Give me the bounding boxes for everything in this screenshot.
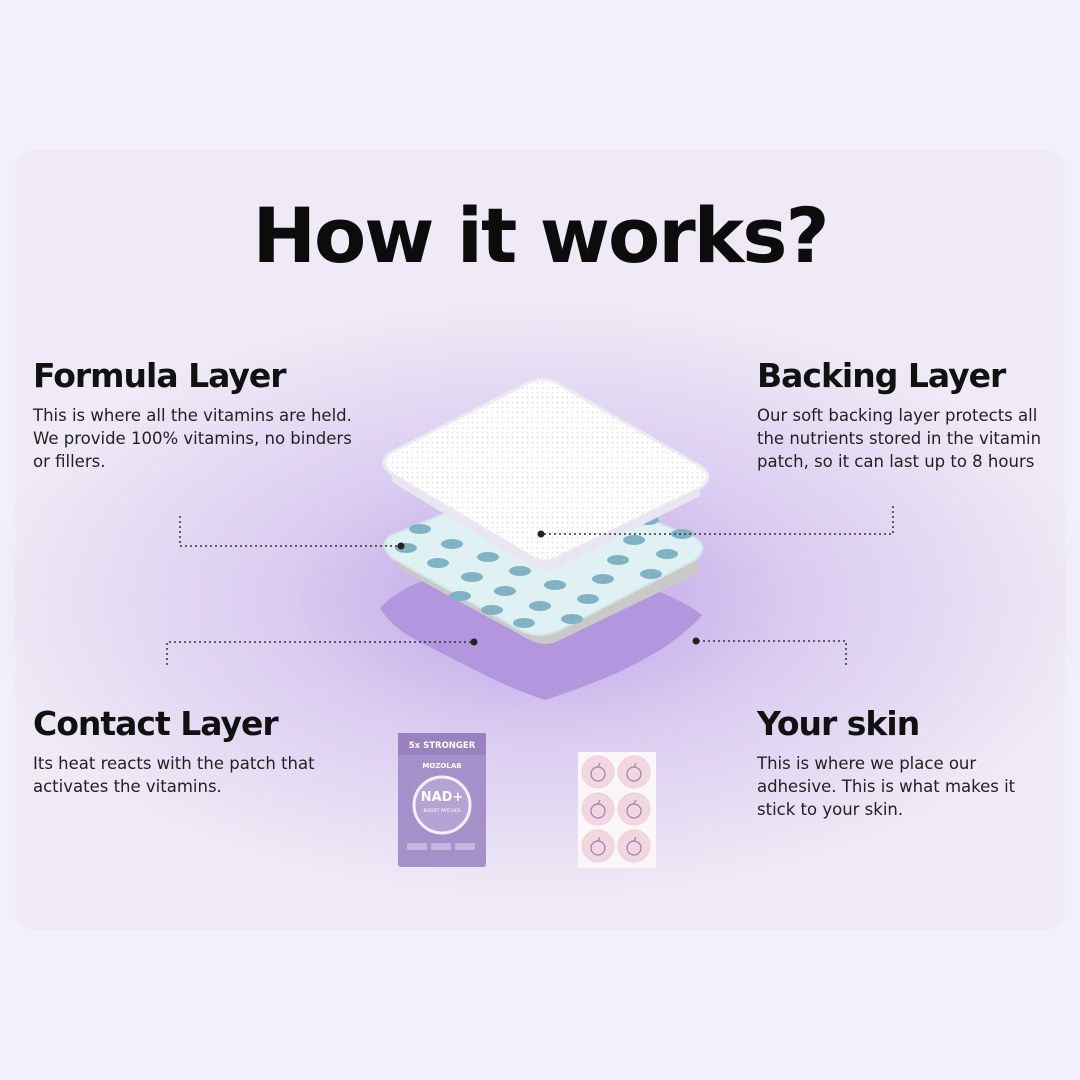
backing-layer-description: Our soft backing layer protects all the … [757,406,1042,472]
contact-layer-section: Contact Layer Its heat reacts with the p… [33,704,343,798]
your-skin-section: Your skin This is where we place our adh… [757,704,1057,821]
formula-layer-section: Formula Layer This is where all the vita… [33,356,353,473]
formula-dots [395,515,693,628]
connector-dots [397,530,700,646]
backing-layer-heading: Backing Layer [757,356,1006,395]
your-skin-description: This is where we place our adhesive. Thi… [757,754,1016,820]
pouch-product-name: NAD+ [421,790,464,805]
patch-sheet-image [578,752,656,868]
connector-lines [166,506,894,665]
pouch-brand: MOZOLAB [422,762,461,770]
formula-layer-heading: Formula Layer [33,356,287,395]
pouch-subtitle: BOOST PATCHES [424,808,461,814]
formula-layer-description: This is where all the vitamins are held.… [33,406,352,472]
contact-layer-heading: Contact Layer [33,704,279,743]
your-skin-heading: Your skin [757,704,920,743]
pouch-badge: 5x STRONGER [409,741,476,751]
page-title: How it works? [252,191,829,280]
backing-layer-section: Backing Layer Our soft backing layer pro… [757,356,1057,473]
product-pouch-image: 5x STRONGER MOZOLAB NAD+ BOOST PATCHES [398,733,486,867]
contact-layer-description: Its heat reacts with the patch that acti… [33,754,315,797]
